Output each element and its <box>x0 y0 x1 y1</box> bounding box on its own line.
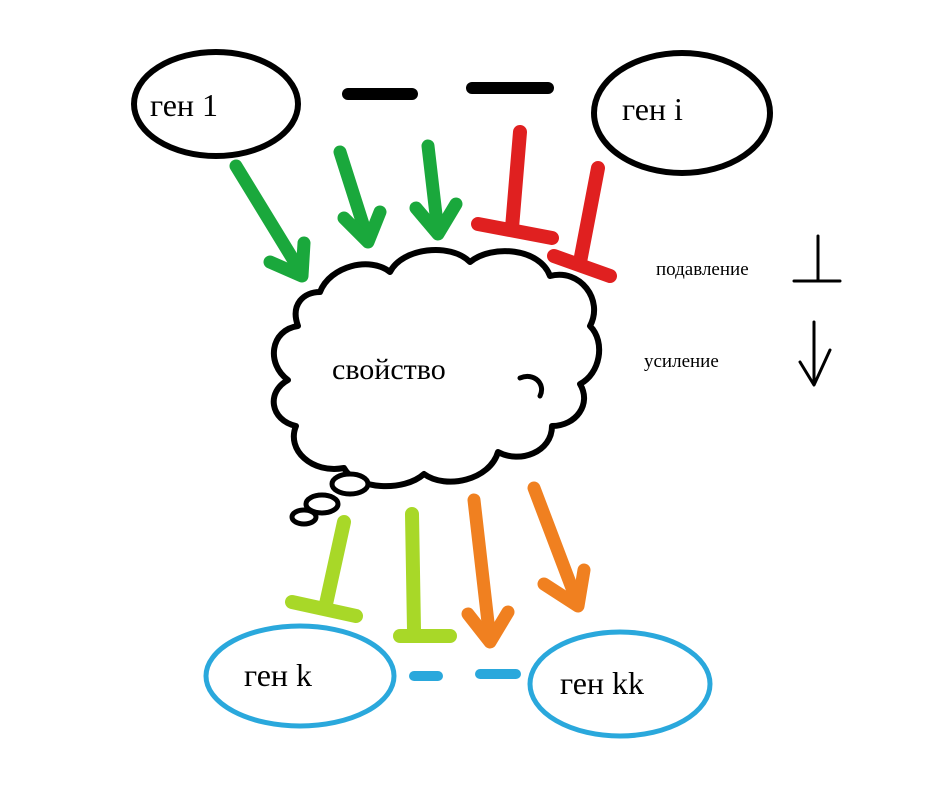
property-label: свойство <box>332 353 446 386</box>
enhance-arrow-5 <box>527 481 591 613</box>
enhance-arrow-4 <box>461 493 515 649</box>
gene-k-label: ген k <box>244 657 312 693</box>
cloud-inner-curl <box>517 374 544 399</box>
legend-suppression-symbol <box>792 234 842 283</box>
suppress-marker-3 <box>285 515 363 623</box>
suppress-marker-1 <box>471 125 559 245</box>
cloud-tail-bubble-3 <box>289 507 319 527</box>
gene-1-label: ген 1 <box>150 87 218 123</box>
gene-kk-label: ген kk <box>560 665 644 701</box>
gene-k-ellipse <box>203 623 397 729</box>
suppress-marker-4 <box>393 507 457 643</box>
legend-enhancement-symbol <box>798 320 832 387</box>
legend-enhancement-label: усиление <box>644 351 719 372</box>
enhance-arrow-3 <box>409 139 463 241</box>
gene-i-label: ген i <box>622 91 683 127</box>
gene-i-ellipse <box>591 50 773 176</box>
suppress-marker-2 <box>547 161 617 283</box>
gene-1-ellipse <box>131 49 301 159</box>
gene-kk-ellipse <box>527 629 713 739</box>
enhance-arrow-2 <box>333 145 387 249</box>
property-cloud <box>270 247 602 490</box>
enhance-arrow-1 <box>229 159 311 283</box>
cloud-tail-bubble-2 <box>303 492 341 516</box>
legend-suppression-label: подавление <box>656 259 749 280</box>
cloud-tail-bubble-1 <box>329 471 371 497</box>
